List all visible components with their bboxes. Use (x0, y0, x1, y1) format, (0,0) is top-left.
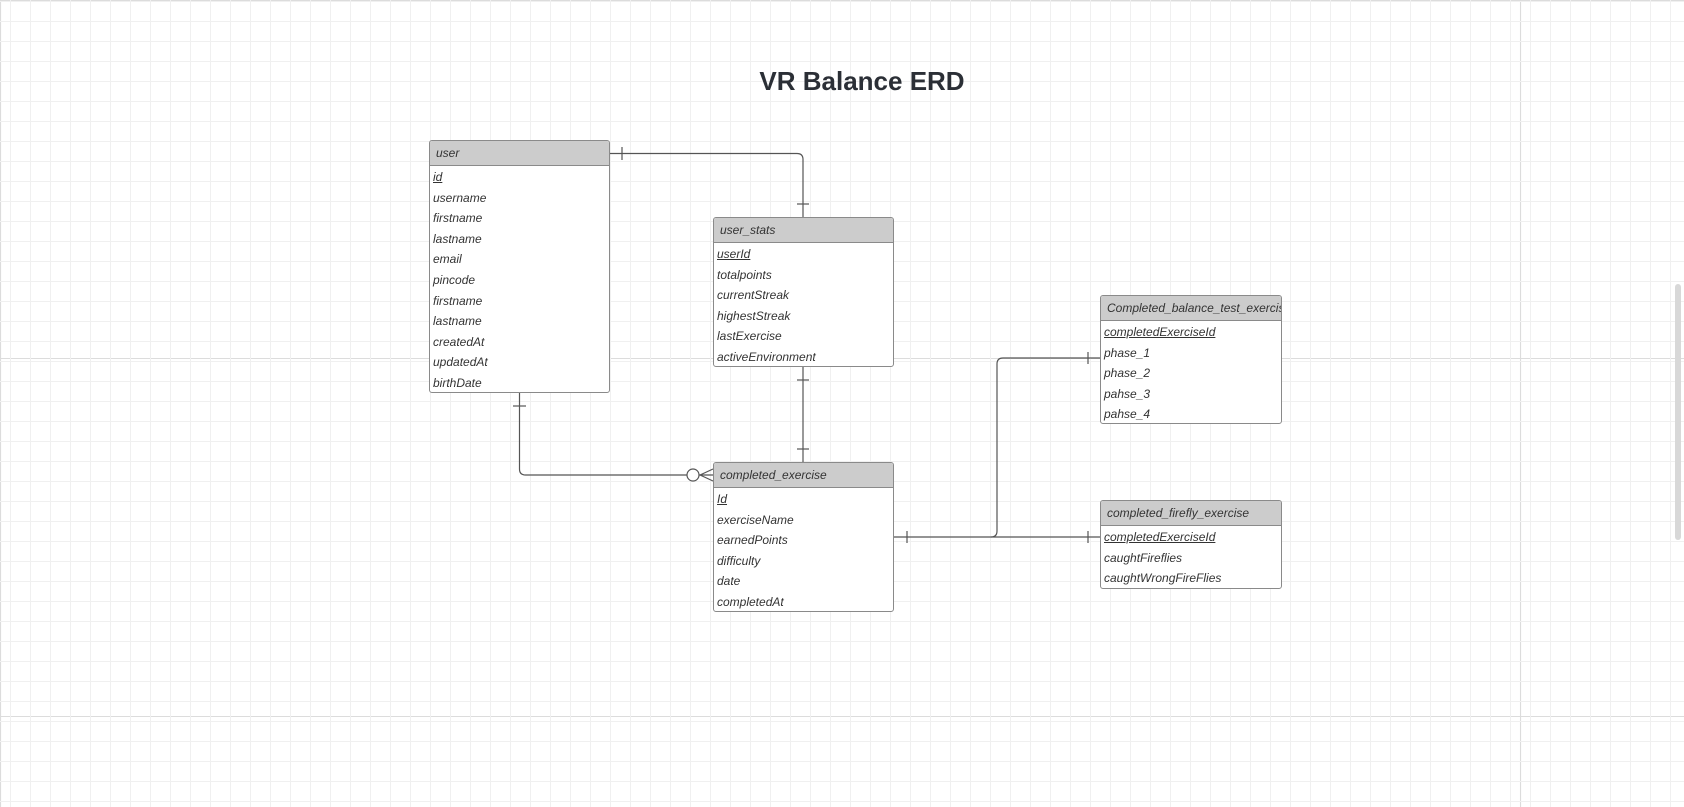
entity-completed-firefly-exercise[interactable]: completed_firefly_exercise completedExer… (1100, 500, 1282, 589)
connector-completed-exercise-balance-test (894, 357, 1100, 538)
entity-field: activeEnvironment (717, 349, 816, 364)
connector-user-user-stats (610, 152, 804, 217)
entity-field: exerciseName (717, 512, 794, 527)
entity-field: phase_2 (1104, 366, 1151, 381)
entity-fields: completedExerciseId phase_1 phase_2 pahs… (1101, 321, 1281, 423)
entity-field: pahse_3 (1104, 386, 1151, 401)
primary-key-field: completedExerciseId (1104, 530, 1216, 544)
entity-header: completed_exercise (714, 463, 893, 488)
entity-field: totalpoints (717, 267, 772, 282)
primary-key-field: Id (717, 492, 728, 506)
entity-field: email (433, 252, 462, 267)
entity-fields: Id exerciseName earnedPoints difficulty … (714, 488, 893, 611)
entity-field: birthDate (433, 375, 482, 390)
entity-header: completed_firefly_exercise (1101, 501, 1281, 526)
entity-field: firstname (433, 211, 483, 226)
entity-field: lastname (433, 231, 482, 246)
entity-field: createdAt (433, 334, 485, 349)
entity-field: lastname (433, 314, 482, 329)
crow-foot-lower (699, 474, 714, 482)
entity-field: caughtWrongFireFlies (1104, 571, 1222, 586)
entity-field: highestStreak (717, 308, 791, 323)
entity-user[interactable]: user id username firstname lastname emai… (429, 140, 610, 393)
entity-fields: id username firstname lastname email pin… (430, 166, 609, 392)
crow-foot-upper (699, 468, 714, 476)
entity-header: Completed_balance_test_exercise (1101, 296, 1281, 321)
entity-field: updatedAt (433, 355, 488, 370)
entity-field: completedAt (717, 594, 784, 609)
entity-fields: userId totalpoints currentStreak highest… (714, 243, 893, 366)
entity-field: firstname (433, 293, 483, 308)
entity-completed-exercise[interactable]: completed_exercise Id exerciseName earne… (713, 462, 894, 612)
primary-key-field: userId (717, 247, 751, 261)
entity-field: phase_1 (1104, 345, 1151, 360)
diagram-title[interactable]: VR Balance ERD (759, 66, 965, 96)
entity-fields: completedExerciseId caughtFireflies caug… (1101, 526, 1281, 588)
entity-completed-balance-test-exercise[interactable]: Completed_balance_test_exercise complete… (1100, 295, 1282, 424)
primary-key-field: completedExerciseId (1104, 325, 1216, 339)
zero-marker-completed-exercise (686, 468, 700, 482)
entity-field: username (433, 190, 487, 205)
entity-field: caughtFireflies (1104, 550, 1183, 565)
entity-field: difficulty (717, 553, 761, 568)
entity-field: pincode (433, 272, 476, 287)
vertical-scrollbar-thumb[interactable] (1675, 284, 1681, 540)
connector-user-completed-exercise (518, 393, 713, 476)
entity-field: pahse_4 (1104, 407, 1151, 422)
entity-user-stats[interactable]: user_stats userId totalpoints currentStr… (713, 217, 894, 367)
entity-field: currentStreak (717, 288, 790, 303)
entity-field: earnedPoints (717, 533, 788, 548)
entity-header: user_stats (714, 218, 893, 243)
entity-field: date (717, 574, 741, 589)
entity-field: lastExercise (717, 329, 782, 344)
entity-header: user (430, 141, 609, 166)
primary-key-field: id (433, 170, 443, 184)
